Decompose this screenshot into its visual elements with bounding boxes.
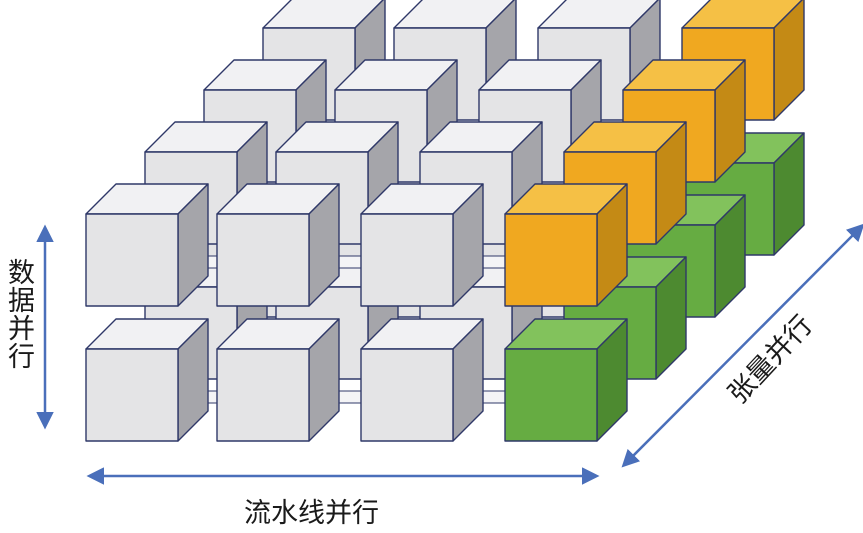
- cube-front-face: [504, 348, 598, 442]
- cube-front-face: [85, 348, 179, 442]
- cube-front-face: [216, 213, 310, 307]
- gray-cube: [85, 183, 222, 307]
- orange-cube: [504, 183, 628, 307]
- data-parallel-label: 数据并行: [3, 258, 34, 370]
- tensor-parallel-arrow: [621, 223, 863, 468]
- gray-cube: [360, 318, 510, 442]
- gray-cube: [85, 318, 222, 442]
- gray-cube: [216, 318, 366, 442]
- pipeline-parallel-label: 流水线并行: [244, 498, 379, 529]
- gray-cube: [216, 183, 366, 307]
- cube-front-face: [504, 213, 598, 307]
- cube-front-face: [85, 213, 179, 307]
- green-cube: [504, 318, 628, 442]
- gray-cube: [360, 183, 510, 307]
- cube-grid: [85, 0, 805, 442]
- cube-front-face: [360, 348, 454, 442]
- cube-front-face: [216, 348, 310, 442]
- cube-front-face: [360, 213, 454, 307]
